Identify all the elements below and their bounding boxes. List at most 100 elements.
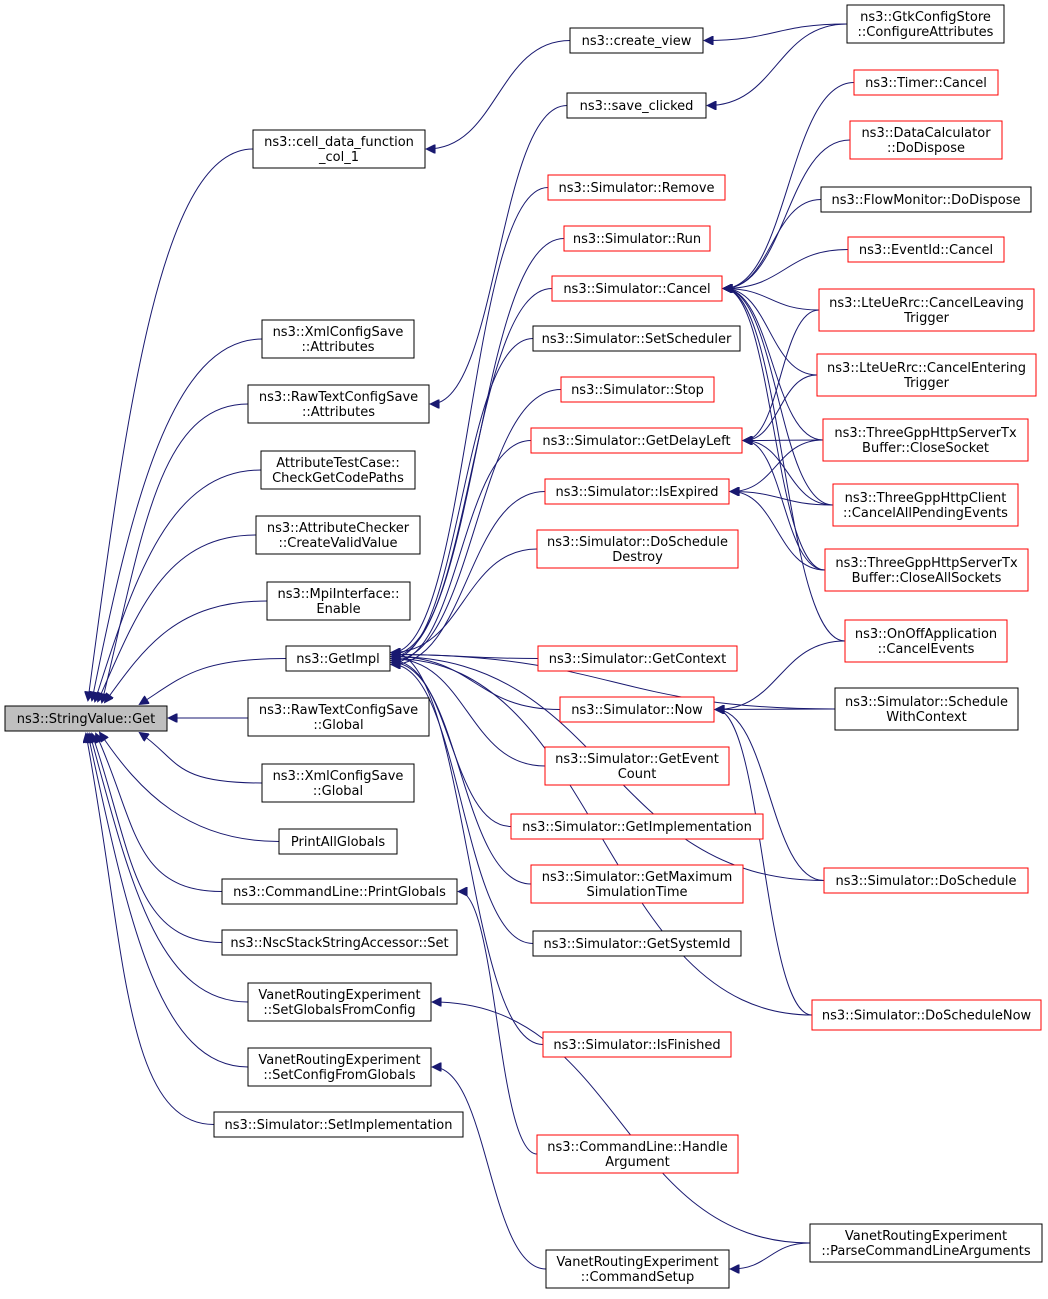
node-vrecmd[interactable]: VanetRoutingExperiment::CommandSetup bbox=[545, 1249, 730, 1289]
node-label: ns3::GetImpl bbox=[296, 652, 380, 667]
node-flowmon[interactable]: ns3::FlowMonitor::DoDispose bbox=[820, 186, 1032, 213]
node-dosched[interactable]: ns3::Simulator::DoSchedule bbox=[823, 867, 1029, 894]
node-box bbox=[221, 878, 458, 905]
node-simcancel[interactable]: ns3::Simulator::Cancel bbox=[551, 275, 723, 302]
node-vrecfgfrom[interactable]: VanetRoutingExperiment::SetConfigFromGlo… bbox=[247, 1047, 432, 1087]
node-simgetctx[interactable]: ns3::Simulator::GetContext bbox=[537, 645, 738, 672]
node-rawglob[interactable]: ns3::RawTextConfigSave::Global bbox=[247, 697, 430, 737]
edge-vreparse-to-vrecmd bbox=[731, 1242, 811, 1269]
node-createview[interactable]: ns3::create_view bbox=[569, 27, 704, 54]
node-label: ns3::cell_data_function bbox=[264, 135, 414, 150]
node-box bbox=[536, 1134, 739, 1174]
node-simstop[interactable]: ns3::Simulator::Stop bbox=[560, 376, 715, 403]
edge-xmlattr-to-root bbox=[92, 338, 263, 700]
node-clprint[interactable]: ns3::CommandLine::PrintGlobals bbox=[221, 878, 458, 905]
node-simisexp[interactable]: ns3::Simulator::IsExpired bbox=[544, 478, 730, 505]
edge-vrecfgfrom-to-root bbox=[88, 734, 249, 1068]
edge-tgppcloseall-to-simgetdelay bbox=[744, 441, 826, 571]
node-label: ns3::CommandLine::PrintGlobals bbox=[233, 885, 446, 900]
node-mpi[interactable]: ns3::MpiInterface::Enable bbox=[266, 581, 411, 621]
node-onoff[interactable]: ns3::OnOffApplication::CancelEvents bbox=[844, 619, 1008, 663]
node-box bbox=[823, 867, 1029, 894]
node-simremove[interactable]: ns3::Simulator::Remove bbox=[547, 174, 726, 201]
node-getimpl[interactable]: ns3::GetImpl bbox=[285, 645, 391, 672]
node-label: ::ConfigureAttributes bbox=[858, 25, 994, 40]
edge-tgppclient-to-simgetdelay bbox=[744, 441, 834, 506]
node-attrchk[interactable]: ns3::AttributeChecker::CreateValidValue bbox=[255, 515, 421, 555]
node-label: ns3::FlowMonitor::DoDispose bbox=[831, 193, 1020, 208]
node-label: ns3::Simulator::GetDelayLeft bbox=[542, 434, 730, 449]
node-tgppclose[interactable]: ns3::ThreeGppHttpServerTxBuffer::CloseSo… bbox=[822, 418, 1029, 462]
node-box bbox=[221, 929, 458, 956]
edge-tgppcloseall-to-simcancel bbox=[724, 289, 826, 571]
node-xmlattr[interactable]: ns3::XmlConfigSave::Attributes bbox=[261, 319, 415, 359]
edge-simstop-to-getimpl bbox=[392, 389, 562, 661]
node-nscset[interactable]: ns3::NscStackStringAccessor::Set bbox=[221, 929, 458, 956]
node-label: ::DoDispose bbox=[887, 141, 965, 156]
node-printall[interactable]: PrintAllGlobals bbox=[278, 828, 398, 855]
node-simnow[interactable]: ns3::Simulator::Now bbox=[559, 696, 715, 723]
edge-simgetsys-to-getimpl bbox=[392, 665, 534, 944]
node-label: ::CancelEvents bbox=[878, 642, 975, 657]
node-vreparse[interactable]: VanetRoutingExperiment::ParseCommandLine… bbox=[809, 1223, 1043, 1263]
node-box bbox=[537, 645, 738, 672]
node-box bbox=[824, 548, 1029, 592]
edge-tgppclose-to-simgetdelay bbox=[744, 440, 824, 441]
node-attrtc[interactable]: AttributeTestCase::CheckGetCodePaths bbox=[260, 450, 416, 490]
node-box bbox=[818, 288, 1035, 332]
node-box bbox=[247, 1047, 432, 1087]
node-gtkcfg[interactable]: ns3::GtkConfigStore::ConfigureAttributes bbox=[846, 4, 1005, 44]
node-rawattr[interactable]: ns3::RawTextConfigSave::Attributes bbox=[247, 384, 430, 424]
node-tgppcloseall[interactable]: ns3::ThreeGppHttpServerTxBuffer::CloseAl… bbox=[824, 548, 1029, 592]
node-label: Buffer::CloseSocket bbox=[862, 441, 989, 456]
node-root[interactable]: ns3::StringValue::Get bbox=[4, 705, 168, 732]
node-xmlglob[interactable]: ns3::XmlConfigSave::Global bbox=[261, 763, 415, 803]
node-label: CheckGetCodePaths bbox=[272, 471, 404, 486]
node-label: ns3::Simulator::GetMaximum bbox=[542, 870, 733, 885]
node-doschednow[interactable]: ns3::Simulator::DoScheduleNow bbox=[811, 999, 1042, 1031]
node-label: ::SetGlobalsFromConfig bbox=[263, 1003, 415, 1018]
node-label: ns3::RawTextConfigSave bbox=[259, 703, 418, 718]
edge-simdosched-to-getimpl bbox=[392, 548, 538, 653]
edge-cdf-to-root bbox=[88, 148, 254, 700]
node-label: VanetRoutingExperiment bbox=[258, 988, 420, 1003]
node-saveclicked[interactable]: ns3::save_clicked bbox=[566, 92, 707, 119]
node-label: ns3::MpiInterface:: bbox=[277, 587, 399, 602]
node-box bbox=[542, 1031, 732, 1058]
node-evtcancel[interactable]: ns3::EventId::Cancel bbox=[847, 236, 1005, 263]
node-simgetdelay[interactable]: ns3::Simulator::GetDelayLeft bbox=[530, 427, 743, 454]
node-datacalc[interactable]: ns3::DataCalculator::DoDispose bbox=[849, 120, 1003, 160]
node-label: ns3::GtkConfigStore bbox=[860, 10, 991, 25]
edge-simgetevt-to-getimpl bbox=[392, 659, 546, 767]
node-simsetsched[interactable]: ns3::Simulator::SetScheduler bbox=[532, 325, 741, 352]
node-timercancel[interactable]: ns3::Timer::Cancel bbox=[853, 69, 999, 96]
node-label: ns3::ThreeGppHttpClient bbox=[845, 491, 1007, 506]
node-box bbox=[252, 129, 426, 169]
node-box bbox=[560, 376, 715, 403]
node-cdf[interactable]: ns3::cell_data_function_col_1 bbox=[252, 129, 426, 169]
node-box bbox=[545, 1249, 730, 1289]
node-label: ::Global bbox=[313, 718, 363, 733]
node-simgetimpl[interactable]: ns3::Simulator::GetImplementation bbox=[510, 813, 764, 840]
node-simsetimpl[interactable]: ns3::Simulator::SetImplementation bbox=[213, 1111, 464, 1138]
node-simrun[interactable]: ns3::Simulator::Run bbox=[563, 225, 711, 252]
edge-simsetsched-to-getimpl bbox=[392, 338, 534, 659]
node-vrefromcfg[interactable]: VanetRoutingExperiment::SetGlobalsFromCo… bbox=[247, 982, 432, 1022]
node-simgetsys[interactable]: ns3::Simulator::GetSystemId bbox=[532, 930, 742, 957]
node-box bbox=[266, 581, 411, 621]
node-label: Count bbox=[618, 767, 657, 782]
node-label: ::Attributes bbox=[302, 340, 375, 355]
node-simisfin[interactable]: ns3::Simulator::IsFinished bbox=[542, 1031, 732, 1058]
edge-evtcancel-to-simcancel bbox=[724, 249, 849, 289]
node-tgppclient[interactable]: ns3::ThreeGppHttpClient::CancelAllPendin… bbox=[832, 483, 1019, 527]
node-box bbox=[846, 4, 1005, 44]
node-box bbox=[260, 450, 416, 490]
